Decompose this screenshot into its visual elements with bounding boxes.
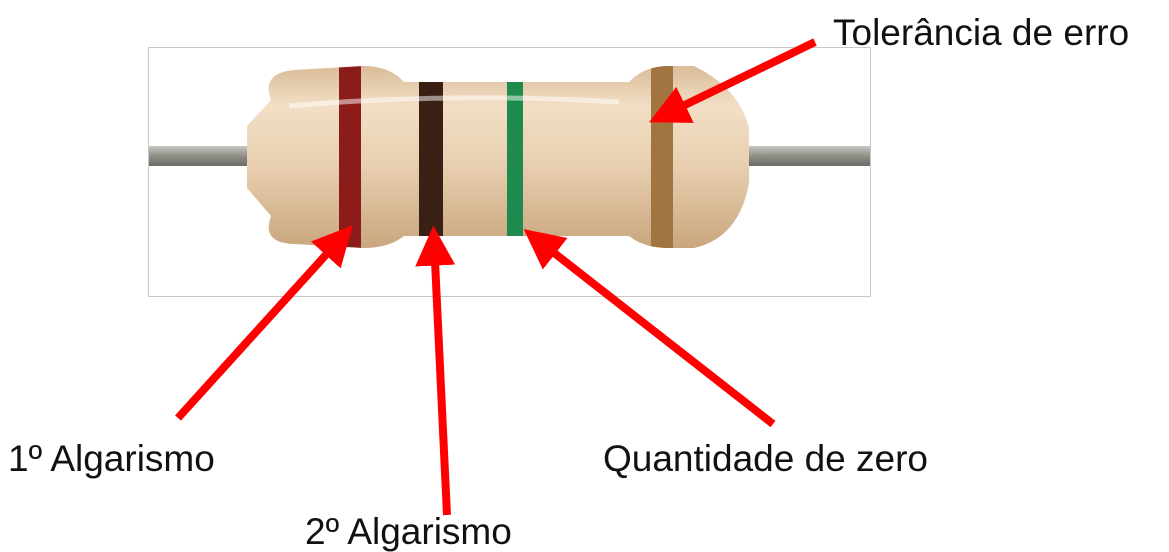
second-digit-label: 2º Algarismo xyxy=(305,511,512,552)
multiplier-label: Quantidade de zero xyxy=(603,438,929,479)
resistor-illustration xyxy=(149,66,870,248)
first-digit-label: 1º Algarismo xyxy=(8,438,215,479)
right-lead xyxy=(739,146,870,166)
arrow-multiplier xyxy=(523,229,776,428)
left-lead xyxy=(149,146,259,166)
resistor-photo xyxy=(148,47,871,297)
arrow-tolerance xyxy=(649,38,817,123)
arrow-first-digit xyxy=(175,225,353,421)
resistor-body xyxy=(247,66,749,248)
tolerance-label: Tolerância de erro xyxy=(833,12,1130,53)
body-highlight xyxy=(288,95,620,109)
band-green xyxy=(507,66,523,248)
band-red xyxy=(339,66,361,248)
arrow-second-digit xyxy=(415,225,456,516)
